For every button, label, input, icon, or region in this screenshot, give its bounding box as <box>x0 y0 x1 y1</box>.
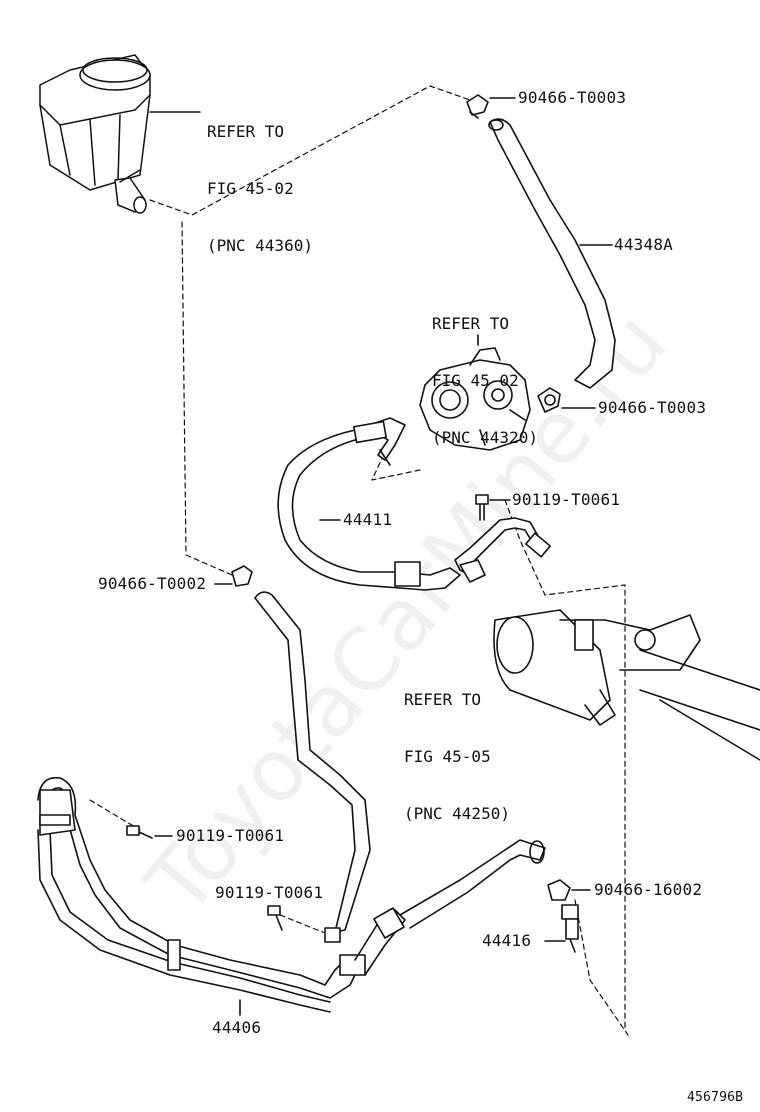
bolt-b <box>126 825 153 839</box>
hose-44348a <box>488 118 616 389</box>
return-hose <box>254 591 371 933</box>
ref-tank-line3: (PNC 44360) <box>207 236 313 255</box>
ref-pump: REFER TO FIG 45-02 (PNC 44320) <box>432 276 538 466</box>
ref-tank-line2: FIG 45-02 <box>207 179 294 198</box>
power-steering-pump <box>419 347 531 451</box>
label-44348a[interactable]: 44348A <box>614 235 673 254</box>
ref-tank: REFER TO FIG 45-02 (PNC 44360) <box>207 84 313 274</box>
clamp-t0002 <box>231 565 253 587</box>
label-90119-t0061-b[interactable]: 90119-T0061 <box>176 826 285 845</box>
label-90466-t0003-mid[interactable]: 90466-T0003 <box>598 398 707 417</box>
label-90119-t0061-c[interactable]: 90119-T0061 <box>215 883 324 902</box>
figure-id: 456796B <box>687 1090 744 1105</box>
ref-pump-line2: FIG 45-02 <box>432 371 519 390</box>
ref-gear: REFER TO FIG 45-05 (PNC 44250) <box>404 652 510 842</box>
label-90466-t0002[interactable]: 90466-T0002 <box>98 574 207 593</box>
label-44416[interactable]: 44416 <box>482 931 532 950</box>
ref-gear-line1: REFER TO <box>404 690 482 709</box>
clamp-top <box>466 94 489 119</box>
label-90119-t0061-a[interactable]: 90119-T0061 <box>512 490 621 509</box>
label-44406[interactable]: 44406 <box>212 1018 262 1037</box>
ref-tank-line1: REFER TO <box>207 122 285 141</box>
label-90466-t0003-top[interactable]: 90466-T0003 <box>518 88 627 107</box>
reservoir-tank <box>39 54 151 214</box>
ref-gear-line3: (PNC 44250) <box>404 804 510 823</box>
pressure-pipe <box>454 517 551 583</box>
union-44416 <box>561 904 579 953</box>
bolt-c <box>267 905 283 931</box>
ref-pump-line3: (PNC 44320) <box>432 428 538 447</box>
label-90466-16002[interactable]: 90466-16002 <box>594 880 703 899</box>
cooler-tube-44406 <box>37 776 546 1013</box>
hose-44411 <box>277 417 461 591</box>
clamp-mid <box>537 387 561 413</box>
steering-gear <box>493 609 760 761</box>
clamp-16002 <box>547 879 571 901</box>
bolt-a <box>475 494 489 521</box>
ref-pump-line1: REFER TO <box>432 314 510 333</box>
label-44411[interactable]: 44411 <box>343 510 393 529</box>
ref-gear-line2: FIG 45-05 <box>404 747 491 766</box>
